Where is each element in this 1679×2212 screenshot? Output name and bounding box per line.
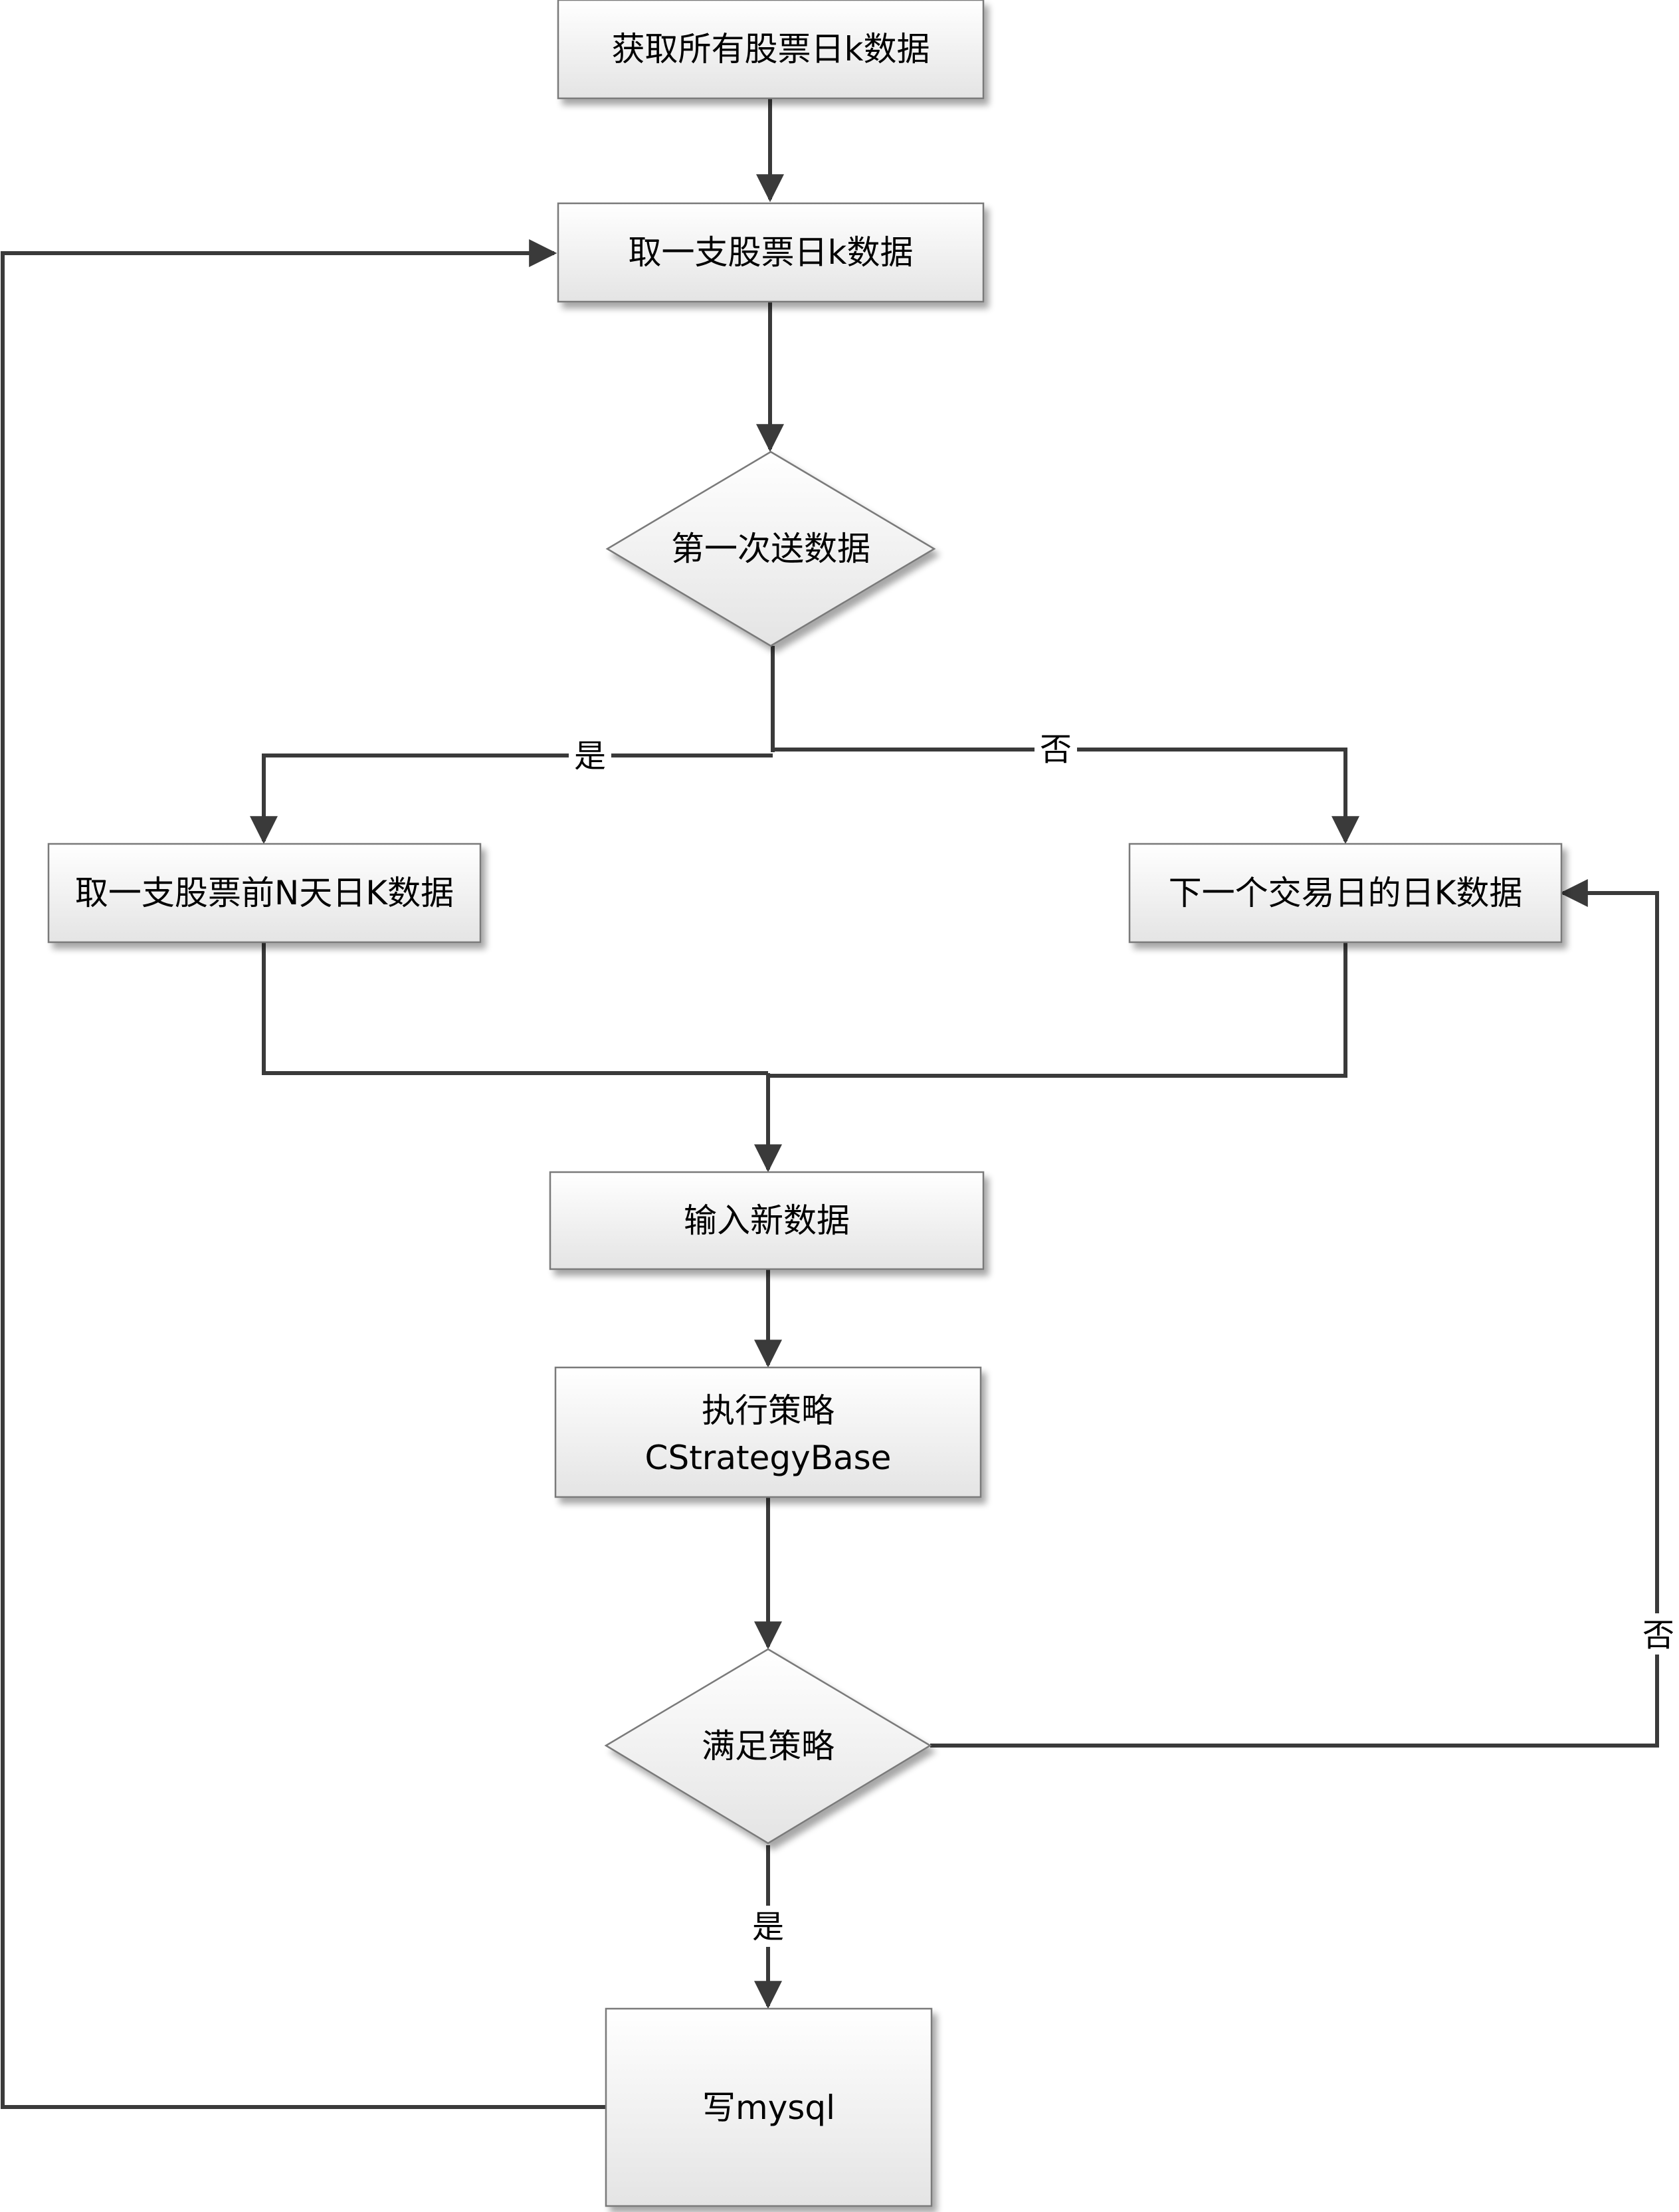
node-write-mysql-label: 写mysql	[702, 2088, 835, 2127]
node-take-one: 取一支股票日k数据	[557, 202, 985, 303]
node-exec-strategy-label-1: 执行策略	[702, 1391, 835, 1430]
edge-label-meets-no: 否	[1642, 1617, 1674, 1654]
node-input-new: 输入新数据	[549, 1171, 985, 1270]
node-get-all-label: 获取所有股票日k数据	[612, 30, 930, 68]
edge-prev-n-to-merge	[262, 942, 768, 1075]
edge-label-first-yes: 是	[574, 738, 606, 775]
edge-write-loop-to-take-one	[1, 239, 606, 2109]
node-take-prev-n: 取一支股票前N天日K数据	[47, 843, 482, 944]
edge-next-day-to-merge	[768, 942, 1347, 1078]
node-meets-strategy: 满足策略	[604, 1648, 932, 1845]
edge-first-yes-to-prev-n	[250, 754, 773, 845]
connectors	[1, 98, 1659, 2109]
node-exec-strategy: 执行策略 CStrategyBase	[554, 1366, 982, 1498]
edge-first-no-to-next-day	[773, 748, 1359, 845]
node-input-new-label: 输入新数据	[684, 1201, 850, 1240]
edge-label-first-no: 否	[1040, 731, 1072, 768]
node-first-send-label: 第一次送数据	[671, 530, 870, 568]
node-take-one-label: 取一支股票日k数据	[629, 233, 914, 272]
edge-labels: 是 否 否 是	[569, 730, 1679, 1947]
edge-meets-no-to-next-day	[930, 879, 1659, 1748]
node-take-prev-n-label: 取一支股票前N天日K数据	[75, 874, 454, 912]
node-get-all: 获取所有股票日k数据	[557, 0, 985, 100]
node-exec-strategy-label-2: CStrategyBase	[645, 1439, 892, 1477]
node-first-send: 第一次送数据	[605, 451, 936, 647]
node-next-day: 下一个交易日的日K数据	[1128, 843, 1563, 944]
node-write-mysql: 写mysql	[605, 2007, 933, 2207]
node-meets-strategy-label: 满足策略	[702, 1727, 835, 1765]
node-next-day-label: 下一个交易日的日K数据	[1169, 874, 1523, 912]
edge-label-meets-yes: 是	[752, 1908, 784, 1946]
